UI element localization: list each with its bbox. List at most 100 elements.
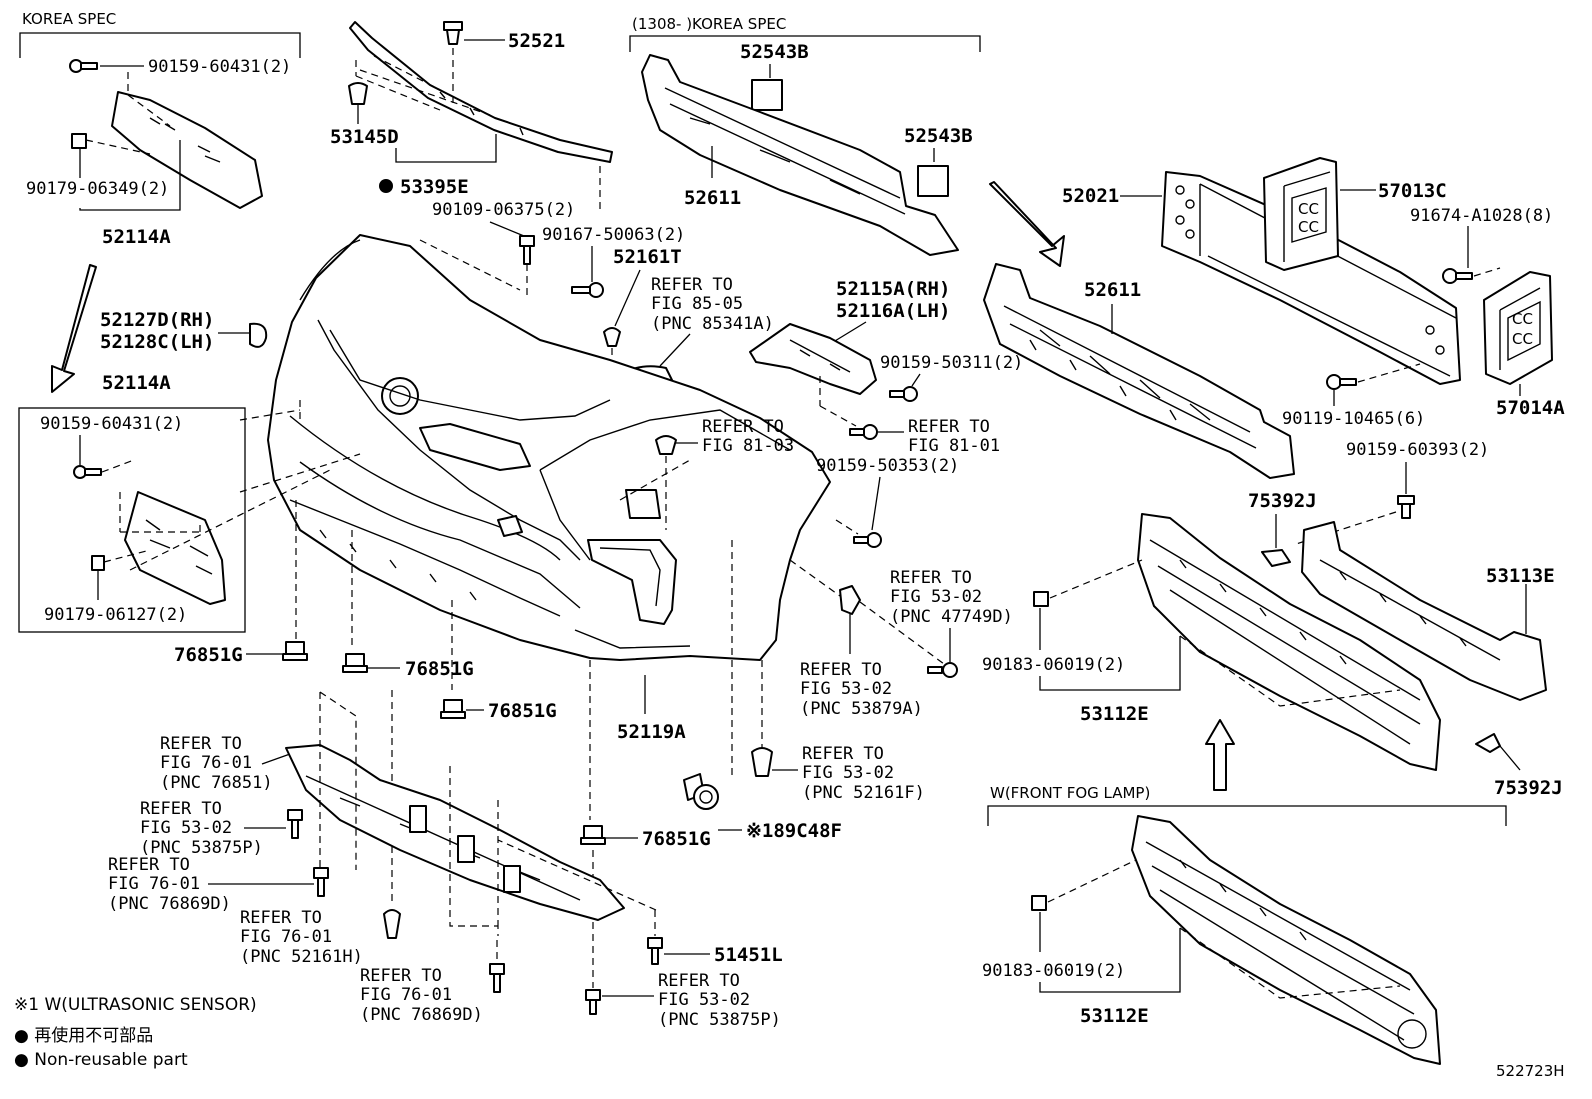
part-90183-06019-a[interactable]: 90183-06019(2) [982, 655, 1125, 675]
part-90179-06349[interactable]: 90179-06349(2) [26, 179, 169, 199]
part-90183-06019-b[interactable]: 90183-06019(2) [982, 961, 1125, 981]
part-52611-a[interactable]: 52611 [684, 187, 741, 209]
part-53145d[interactable]: 53145D [330, 126, 399, 148]
svg-text:FIG 53-02: FIG 53-02 [658, 990, 750, 1010]
part-52127d[interactable]: 52127D(RH) [100, 309, 214, 331]
ref-fig-76-01-76869d-b[interactable]: REFER TO FIG 76-01 (PNC 76869D) [360, 966, 483, 1025]
bolt-icon [647, 937, 663, 965]
part-52116a[interactable]: 52116A(LH) [836, 300, 950, 322]
diagram-id: 522723H [1496, 1062, 1565, 1080]
part-90159-60393[interactable]: 90159-60393(2) [1346, 440, 1489, 460]
clip-icon [751, 747, 773, 777]
grille-cover-53113e[interactable] [1301, 521, 1547, 701]
part-90179-06127[interactable]: 90179-06127(2) [44, 605, 187, 625]
part-53113e[interactable]: 53113E [1486, 565, 1555, 587]
svg-text:CC: CC [1298, 200, 1319, 218]
part-52115a[interactable]: 52115A(RH) [836, 278, 950, 300]
clip-icon [1033, 591, 1049, 607]
part-52114a-a[interactable]: 52114A [102, 226, 171, 248]
ref-fig-76-01-76869d-a[interactable]: REFER TO FIG 76-01 (PNC 76869D) [108, 855, 231, 914]
svg-text:(PNC 52161F): (PNC 52161F) [802, 783, 925, 803]
lower-grille-53112e-a[interactable] [1137, 513, 1441, 771]
svg-text:REFER TO: REFER TO [908, 417, 990, 437]
svg-text:REFER TO: REFER TO [802, 744, 884, 764]
part-76851g-b[interactable]: 76851G [405, 658, 474, 680]
part-52114a-b[interactable]: 52114A [102, 372, 171, 394]
svg-text:(PNC 53875P): (PNC 53875P) [140, 838, 263, 858]
part-52021[interactable]: 52021 [1062, 185, 1119, 207]
energy-absorber-52611-b[interactable] [983, 263, 1295, 479]
part-52128c[interactable]: 52128C(LH) [100, 331, 214, 353]
svg-text:FIG 53-02: FIG 53-02 [800, 679, 892, 699]
part-91674-a1028[interactable]: 91674-A1028(8) [1410, 206, 1553, 226]
side-retainer-bracket[interactable] [749, 323, 877, 395]
section-korea-spec-left: KOREA SPEC [22, 10, 116, 28]
license-bracket-52114a[interactable] [111, 91, 263, 209]
part-52521[interactable]: 52521 [508, 30, 565, 52]
part-75392j-b[interactable]: 75392J [1494, 777, 1563, 799]
part-76851g-a[interactable]: 76851G [174, 644, 243, 666]
legend-ultrasonic-note: ※1 W(ULTRASONIC SENSOR) [14, 995, 257, 1015]
ref-fig-53-02-47749d[interactable]: REFER TO FIG 53-02 (PNC 47749D) [890, 568, 1013, 627]
svg-text:FIG 81-03: FIG 81-03 [702, 436, 794, 456]
bolt-icon [1326, 374, 1357, 390]
lower-grille-53112e-b[interactable] [1131, 815, 1441, 1065]
part-90159-60431-b[interactable]: 90159-60431(2) [40, 414, 183, 434]
bracket-57014a[interactable]: CC CC [1483, 271, 1553, 385]
svg-text:FIG 53-02: FIG 53-02 [802, 763, 894, 783]
ref-fig-53-02-53875p-b[interactable]: REFER TO FIG 53-02 (PNC 53875P) [658, 971, 781, 1030]
part-52543b-a[interactable]: 52543B [740, 41, 809, 63]
spacer-pad-icon [917, 165, 949, 197]
screw-icon [853, 532, 882, 548]
ref-fig-76-01-52161h[interactable]: REFER TO FIG 76-01 (PNC 52161H) [240, 908, 363, 967]
bumper-cover-52119a[interactable] [267, 234, 831, 661]
bracket-57013c[interactable]: CC CC [1263, 157, 1339, 271]
ref-fig-76-01-76851[interactable]: REFER TO FIG 76-01 (PNC 76851) [160, 734, 273, 793]
bolt-icon [585, 989, 601, 1015]
part-52119a[interactable]: 52119A [617, 721, 686, 743]
part-52611-b[interactable]: 52611 [1084, 279, 1141, 301]
part-75392j-a[interactable]: 75392J [1248, 490, 1317, 512]
part-57013c[interactable]: 57013C [1378, 180, 1447, 202]
part-57014a[interactable]: 57014A [1496, 397, 1565, 419]
part-51451l[interactable]: 51451L [714, 944, 783, 966]
ref-fig-53-02-52161f[interactable]: REFER TO FIG 53-02 (PNC 52161F) [802, 744, 925, 803]
korea-spec-bracket-group: KOREA SPEC 90159-60431(2) 90179-06349(2)… [19, 10, 301, 393]
part-90167-50063[interactable]: 90167-50063(2) [542, 225, 685, 245]
ref-fig-53-02-53879a[interactable]: REFER TO FIG 53-02 (PNC 53879A) [800, 660, 923, 719]
part-90109-06375[interactable]: 90109-06375(2) [432, 200, 575, 220]
direction-arrow-icon [51, 264, 97, 393]
clip-icon [1475, 733, 1501, 753]
part-89c48f[interactable]: ※189C48F [746, 820, 842, 842]
energy-absorber-52611-a[interactable] [641, 54, 959, 256]
part-52543b-b[interactable]: 52543B [904, 125, 973, 147]
part-76851g-d[interactable]: 76851G [642, 828, 711, 850]
ref-fig-85-05[interactable]: REFER TO FIG 85-05 (PNC 85341A) [651, 275, 774, 334]
part-76851g-c[interactable]: 76851G [488, 700, 557, 722]
part-90159-60431-a[interactable]: 90159-60431(2) [148, 57, 291, 77]
svg-text:(PNC 52161H): (PNC 52161H) [240, 947, 363, 967]
section-bracket-line [19, 32, 301, 58]
svg-text:CC: CC [1512, 310, 1533, 328]
svg-text:(PNC 76869D): (PNC 76869D) [360, 1005, 483, 1025]
bracket-box-52114a: 52114A 90159-60431(2) 90179-06127(2) [18, 372, 246, 633]
ultrasonic-sensor-icon[interactable] [683, 773, 719, 810]
svg-text:REFER TO: REFER TO [360, 966, 442, 986]
part-52161t[interactable]: 52161T [613, 246, 682, 268]
part-90159-50353[interactable]: 90159-50353(2) [816, 456, 959, 476]
svg-text:REFER TO: REFER TO [160, 734, 242, 754]
part-90119-10465[interactable]: 90119-10465(6) [1282, 409, 1425, 429]
part-53112e-a[interactable]: 53112E [1080, 703, 1149, 725]
ref-fig-53-02-53875p-a[interactable]: REFER TO FIG 53-02 (PNC 53875P) [140, 799, 263, 858]
undercover-plate[interactable] [285, 744, 625, 921]
ref-fig-81-03[interactable]: REFER TO FIG 81-03 [702, 417, 794, 456]
clip-icon [282, 641, 308, 661]
part-53112e-b[interactable]: 53112E [1080, 1005, 1149, 1027]
part-53395e[interactable]: 53395E [400, 176, 469, 198]
ref-fig-81-01[interactable]: REFER TO FIG 81-01 [908, 417, 1000, 456]
part-90159-50311[interactable]: 90159-50311(2) [880, 353, 1023, 373]
svg-text:FIG 85-05: FIG 85-05 [651, 294, 743, 314]
bolt-icon [73, 465, 102, 479]
tow-cover-icon [249, 322, 268, 348]
